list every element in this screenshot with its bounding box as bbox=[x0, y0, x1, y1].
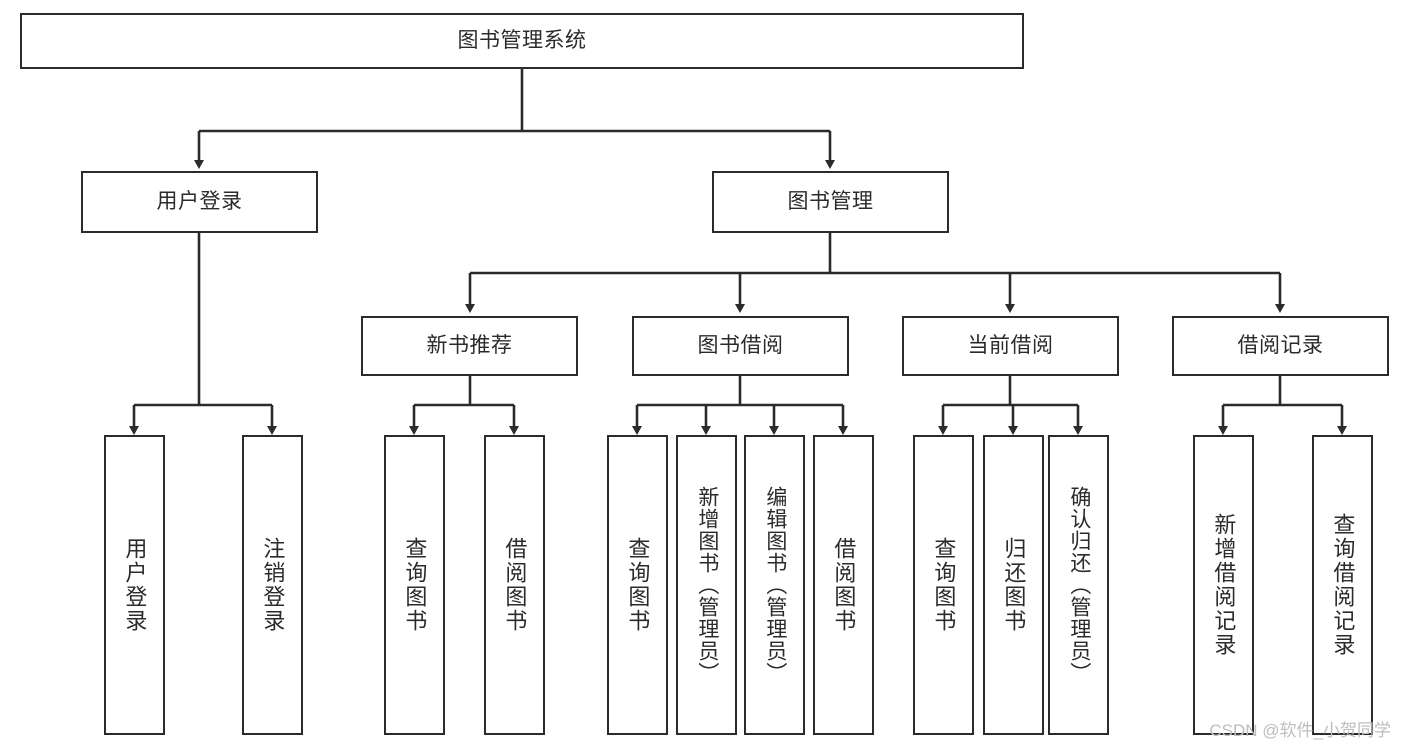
leaf-label: 查询图书 bbox=[625, 537, 651, 633]
leaf-current-borrow-query[interactable]: 查询图书 bbox=[913, 435, 974, 735]
leaf-label: 确认归还（管理员） bbox=[1067, 486, 1091, 684]
node-book-management-label: 图书管理 bbox=[787, 189, 874, 213]
leaf-book-borrow-edit[interactable]: 编辑图书（管理员） bbox=[744, 435, 805, 735]
leaf-label: 查询图书 bbox=[931, 537, 957, 633]
leaf-label: 新增借阅记录 bbox=[1211, 513, 1237, 657]
leaf-current-borrow-confirm[interactable]: 确认归还（管理员） bbox=[1048, 435, 1109, 735]
leaf-current-borrow-return[interactable]: 归还图书 bbox=[983, 435, 1044, 735]
node-root-label: 图书管理系统 bbox=[457, 28, 587, 52]
leaf-user-login-logout[interactable]: 注销登录 bbox=[242, 435, 303, 735]
node-new-book-recommend[interactable]: 新书推荐 bbox=[361, 316, 578, 376]
leaf-label: 查询图书 bbox=[402, 537, 428, 633]
node-current-borrow-label: 当前借阅 bbox=[967, 333, 1054, 357]
leaf-new-book-query[interactable]: 查询图书 bbox=[384, 435, 445, 735]
leaf-label: 借阅图书 bbox=[831, 537, 857, 633]
leaf-book-borrow-query[interactable]: 查询图书 bbox=[607, 435, 668, 735]
node-current-borrow[interactable]: 当前借阅 bbox=[902, 316, 1119, 376]
leaf-label: 新增图书（管理员） bbox=[695, 486, 719, 684]
leaf-user-login-login[interactable]: 用户登录 bbox=[104, 435, 165, 735]
csdn-watermark: CSDN @软件_小贺同学 bbox=[1209, 721, 1391, 740]
leaf-borrow-record-query[interactable]: 查询借阅记录 bbox=[1312, 435, 1373, 735]
leaf-label: 注销登录 bbox=[260, 537, 286, 633]
node-borrow-record-label: 借阅记录 bbox=[1237, 333, 1324, 357]
leaf-label: 用户登录 bbox=[122, 537, 148, 633]
node-book-borrow[interactable]: 图书借阅 bbox=[632, 316, 849, 376]
leaf-new-book-borrow[interactable]: 借阅图书 bbox=[484, 435, 545, 735]
node-book-management[interactable]: 图书管理 bbox=[712, 171, 949, 233]
node-root[interactable]: 图书管理系统 bbox=[20, 13, 1024, 69]
node-new-book-recommend-label: 新书推荐 bbox=[426, 333, 513, 357]
node-book-borrow-label: 图书借阅 bbox=[697, 333, 784, 357]
node-user-login-label: 用户登录 bbox=[156, 189, 243, 213]
leaf-borrow-record-add[interactable]: 新增借阅记录 bbox=[1193, 435, 1254, 735]
leaf-book-borrow-borrow[interactable]: 借阅图书 bbox=[813, 435, 874, 735]
leaf-label: 借阅图书 bbox=[502, 537, 528, 633]
leaf-label: 查询借阅记录 bbox=[1330, 513, 1356, 657]
node-borrow-record[interactable]: 借阅记录 bbox=[1172, 316, 1389, 376]
leaf-label: 编辑图书（管理员） bbox=[763, 486, 787, 684]
leaf-book-borrow-add[interactable]: 新增图书（管理员） bbox=[676, 435, 737, 735]
leaf-label: 归还图书 bbox=[1001, 537, 1027, 633]
node-user-login[interactable]: 用户登录 bbox=[81, 171, 318, 233]
